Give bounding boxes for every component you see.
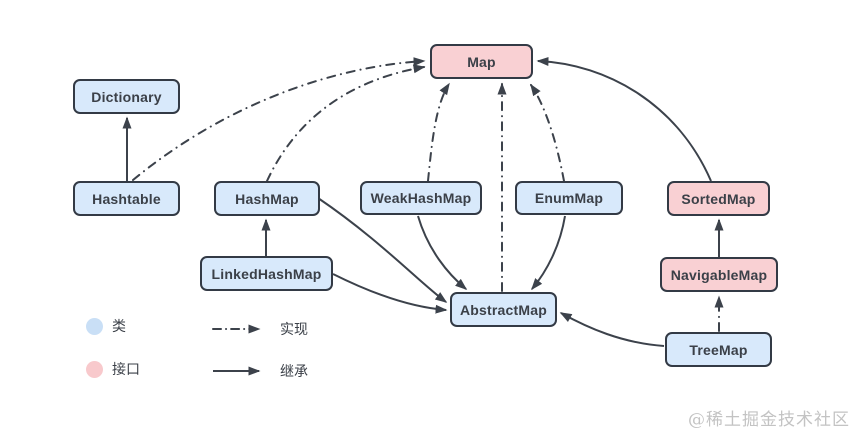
node-label: WeakHashMap: [370, 190, 472, 206]
node-label: Map: [467, 53, 496, 70]
node-label: SortedMap: [681, 190, 756, 207]
edge-enummap-extends-abstractmap: [531, 215, 566, 291]
node-map: Map: [430, 44, 533, 79]
node-label: EnumMap: [534, 190, 604, 206]
edge-hashmap-implements-map: [266, 64, 426, 182]
edge-weakhashmap-implements-map: [427, 82, 450, 182]
node-label: NavigableMap: [670, 266, 768, 283]
interface-color-dot: [86, 361, 103, 378]
node-label: Hashtable: [92, 190, 161, 207]
edge-treemap-extends-abstractmap: [559, 312, 665, 347]
edge-hashmap-extends-abstractmap: [317, 197, 448, 303]
edge-hashtable-implements-map: [132, 57, 426, 181]
node-hashtable: Hashtable: [73, 181, 180, 216]
node-navigablemap: NavigableMap: [660, 257, 778, 292]
node-treemap: TreeMap: [665, 332, 772, 367]
legend-class-label: 类: [112, 318, 126, 334]
edge-sortedmap-extends-map: [536, 56, 712, 182]
node-abstractmap: AbstractMap: [450, 292, 557, 327]
edge-enummap-implements-map: [530, 83, 565, 182]
legend-implements-label: 实现: [280, 321, 308, 337]
node-label: LinkedHashMap: [211, 265, 322, 282]
watermark: @稀土掘金技术社区: [688, 410, 850, 430]
node-label: Dictionary: [91, 88, 162, 105]
node-weakhashmap: WeakHashMap: [360, 181, 482, 215]
extends-arrow-sample: [213, 366, 261, 376]
legend-interface-label: 接口: [112, 361, 140, 377]
implements-arrow-sample: [212, 324, 261, 334]
node-dictionary: Dictionary: [73, 79, 180, 114]
class-color-dot: [86, 318, 103, 335]
node-hashmap: HashMap: [214, 181, 320, 216]
node-linkedhashmap: LinkedHashMap: [200, 256, 333, 291]
node-sortedmap: SortedMap: [667, 181, 770, 216]
node-enummap: EnumMap: [515, 181, 623, 215]
node-label: TreeMap: [689, 341, 748, 358]
node-label: AbstractMap: [460, 301, 547, 318]
legend-extends-label: 继承: [280, 363, 308, 379]
edge-weakhashmap-extends-abstractmap: [417, 215, 468, 290]
edge-linkedhashmap-extends-abstractmap: [332, 273, 448, 314]
node-label: HashMap: [235, 190, 299, 207]
